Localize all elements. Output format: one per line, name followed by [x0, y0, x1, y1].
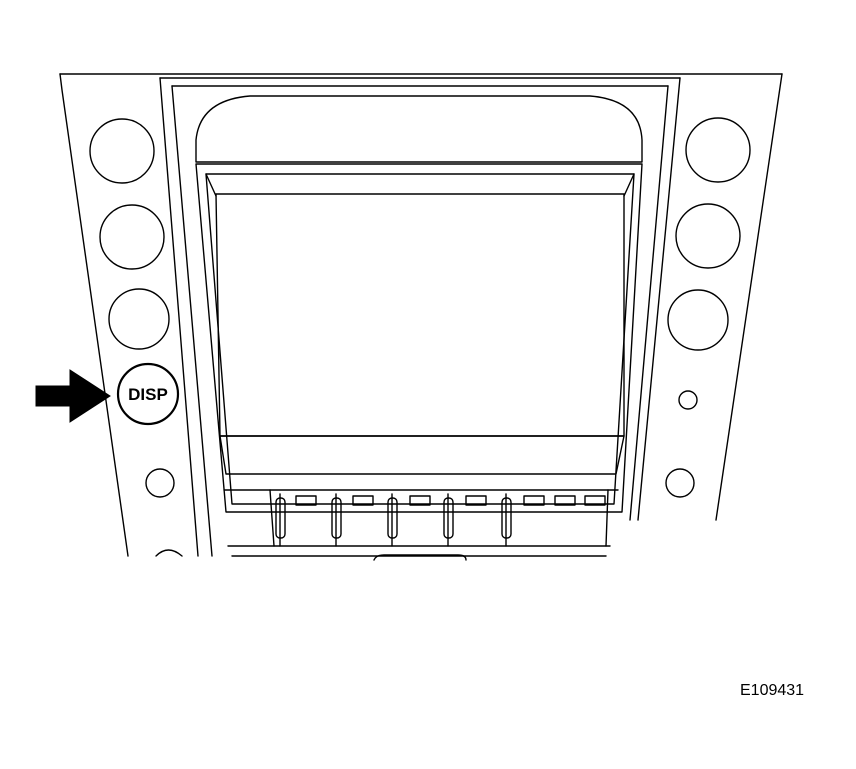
right-knob	[685, 117, 751, 183]
small-button	[465, 495, 487, 506]
small-button	[409, 495, 431, 506]
small-button	[523, 495, 545, 506]
left-knob	[89, 118, 155, 184]
small-button	[584, 495, 606, 506]
slot-buttons	[275, 493, 512, 547]
disp-button: DISP	[116, 362, 180, 426]
control-button-strip	[223, 489, 619, 557]
left-knob	[108, 288, 170, 350]
right-small-button	[678, 390, 698, 410]
small-buttons	[295, 495, 606, 506]
right-knob	[667, 289, 729, 351]
bottom-slot	[373, 554, 467, 561]
left-knob	[99, 204, 165, 270]
small-button	[554, 495, 576, 506]
right-small-button	[665, 468, 695, 498]
right-arrow-icon	[35, 369, 111, 423]
figure-id: E109431	[740, 682, 804, 699]
left-partial-button	[155, 549, 183, 557]
display-screen	[215, 193, 625, 437]
small-button	[352, 495, 374, 506]
right-knobs	[665, 117, 751, 498]
disp-button-label: DISP	[128, 385, 168, 404]
display-hood	[195, 95, 643, 163]
screen-lower-ledge	[219, 435, 625, 475]
console-outer-panel	[59, 73, 783, 557]
small-button	[295, 495, 317, 506]
left-knobs	[89, 118, 183, 557]
right-knob	[675, 203, 741, 269]
left-small-button	[145, 468, 175, 498]
display-bezel	[195, 163, 643, 513]
